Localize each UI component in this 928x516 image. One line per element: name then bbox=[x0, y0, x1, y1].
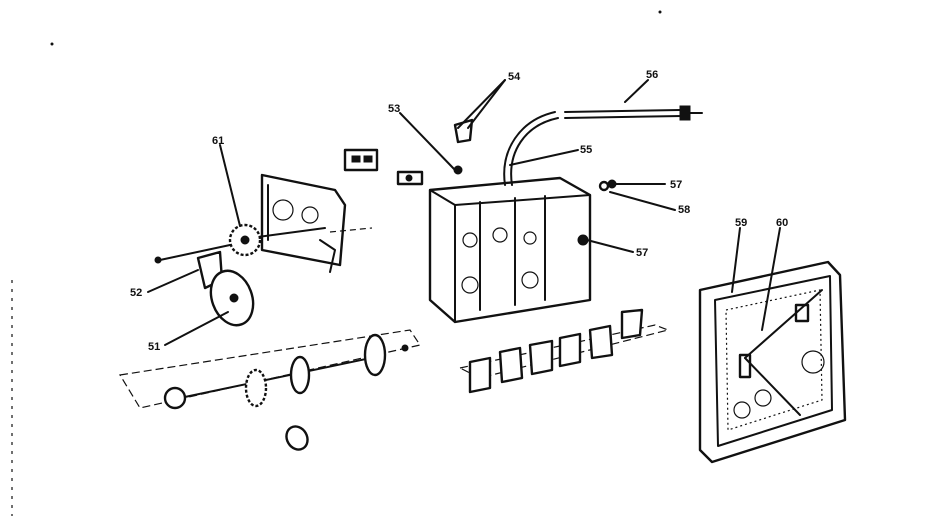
scan-artifacts bbox=[11, 10, 662, 516]
callout-53: 53 bbox=[388, 103, 400, 115]
cable-56 bbox=[564, 105, 703, 121]
callout-55: 55 bbox=[580, 144, 592, 156]
small-screw bbox=[154, 256, 162, 264]
gear-61 bbox=[228, 223, 262, 257]
callout-58: 58 bbox=[678, 204, 690, 216]
callout-56: 56 bbox=[646, 69, 658, 81]
callout-51: 51 bbox=[148, 341, 160, 353]
rear-mounting-plate bbox=[260, 173, 347, 273]
fastener-57-upper bbox=[598, 179, 617, 192]
callout-57-lower: 57 bbox=[636, 247, 648, 259]
small-bracket-53 bbox=[343, 148, 379, 172]
small-clip bbox=[396, 170, 424, 186]
front-cover-plate-59 bbox=[698, 260, 847, 464]
flex-cable-55 bbox=[503, 111, 559, 186]
leader-lines bbox=[147, 79, 781, 346]
gear-51 bbox=[209, 269, 255, 327]
main-housing bbox=[428, 176, 592, 324]
callout-59: 59 bbox=[735, 217, 747, 229]
callout-labels: 53 54 55 56 57 58 57 59 60 61 52 51 bbox=[130, 69, 788, 353]
callout-54: 54 bbox=[508, 71, 521, 83]
gear-shafts bbox=[159, 227, 373, 261]
callout-61: 61 bbox=[212, 135, 224, 147]
callout-60: 60 bbox=[776, 217, 788, 229]
callout-57-upper: 57 bbox=[670, 179, 682, 191]
callout-52: 52 bbox=[130, 287, 142, 299]
lever-54 bbox=[453, 118, 474, 175]
contact-plates bbox=[458, 308, 670, 394]
drive-shaft-assembly bbox=[119, 329, 421, 451]
wire-60 bbox=[744, 289, 823, 416]
